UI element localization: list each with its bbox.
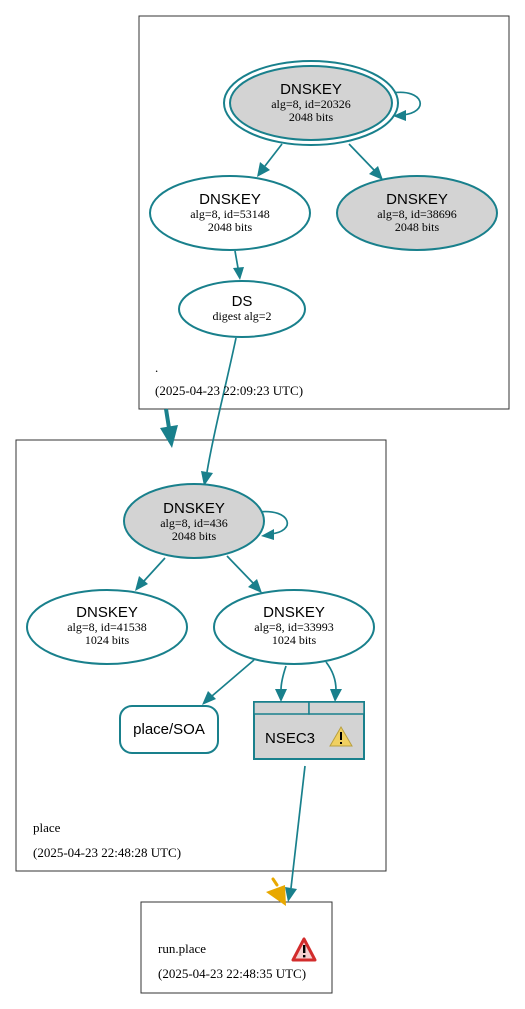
arrowhead [285,887,297,902]
arrowhead [233,267,244,280]
root-ds-title: DS [232,293,253,310]
place-ksk-info: alg=8, id=436 [160,516,228,530]
place-nsec3-node[interactable]: NSEC3 [253,701,365,760]
root-ksk-title: DNSKEY [280,81,342,98]
edge-ds-place-ksk [206,337,237,473]
edge-place-ksk-zsk2 [226,555,254,584]
root-zsk2-info: alg=8, id=38696 [377,207,457,221]
arrowhead [330,689,342,702]
arrowhead [275,689,287,702]
place-zsk1-node[interactable]: DNSKEY alg=8, id=41538 1024 bits [26,589,188,665]
root-zone-name: . [155,360,158,375]
error-icon [291,937,317,962]
edge-place-zsk2-soa [211,659,255,697]
place-zsk2-info: alg=8, id=33993 [254,620,334,634]
root-zsk1-title: DNSKEY [199,191,261,208]
arrowhead [248,579,262,593]
edge-root-ksk-self [391,91,421,116]
place-ksk-bits: 2048 bits [172,529,217,543]
root-ksk-info: alg=8, id=20326 [271,97,351,111]
run-zone-name: run.place [158,941,206,956]
edge-root-zsk1-ds [234,250,239,269]
place-soa-title: place/SOA [133,721,205,738]
place-zsk2-node[interactable]: DNSKEY alg=8, id=33993 1024 bits [213,589,375,665]
place-nsec3-title: NSEC3 [265,730,315,747]
root-zsk2-node[interactable]: DNSKEY alg=8, id=38696 2048 bits [336,175,498,251]
arrowhead [393,110,406,121]
place-zsk1-title: DNSKEY [76,604,138,621]
place-zsk1-bits: 1024 bits [85,633,130,647]
arrowhead [160,425,178,448]
edge-delegation-root-place [164,408,171,429]
arrowhead [202,691,216,705]
place-soa-node[interactable]: place/SOA [119,705,219,754]
edges [135,91,421,906]
root-zsk2-bits: 2048 bits [395,220,440,234]
edge-nsec3-run [290,765,306,889]
place-zsk2-bits: 1024 bits [272,633,317,647]
root-zsk1-node[interactable]: DNSKEY alg=8, id=53148 2048 bits [149,175,311,251]
root-zsk1-info: alg=8, id=53148 [190,207,270,221]
root-zsk2-title: DNSKEY [386,191,448,208]
place-ksk-title: DNSKEY [163,500,225,517]
edge-place-ksk-self [257,510,289,535]
place-zsk1-info: alg=8, id=41538 [67,620,147,634]
root-ksk-node[interactable]: DNSKEY alg=8, id=20326 2048 bits [223,60,399,146]
insecure-marker-dash [271,877,279,887]
run-zone-timestamp: (2025-04-23 22:48:35 UTC) [158,966,306,981]
place-ksk-node[interactable]: DNSKEY alg=8, id=436 2048 bits [123,483,265,559]
place-zone-timestamp: (2025-04-23 22:48:28 UTC) [33,845,181,860]
arrowhead [257,162,270,177]
edge-root-ksk-zsk2 [348,143,375,171]
root-zsk1-bits: 2048 bits [208,220,253,234]
warning-icon [329,726,353,747]
edge-place-ksk-zsk1 [143,557,166,582]
edge-place-zsk2-nsec3-a [280,665,287,691]
arrowhead [369,166,383,180]
root-zone-timestamp: (2025-04-23 22:09:23 UTC) [155,383,303,398]
arrowhead [201,471,213,486]
root-ds-info: digest alg=2 [212,309,271,323]
edge-place-zsk2-nsec3-b [325,661,337,691]
arrowhead [135,576,148,591]
root-ksk-bits: 2048 bits [289,110,334,124]
place-zsk2-title: DNSKEY [263,604,325,621]
insecure-delegation-arrowhead [266,885,286,906]
arrowhead [261,529,274,540]
edge-root-ksk-zsk1 [264,143,283,167]
place-zone-name: place [33,820,61,835]
root-ds-node[interactable]: DS digest alg=2 [178,280,306,338]
